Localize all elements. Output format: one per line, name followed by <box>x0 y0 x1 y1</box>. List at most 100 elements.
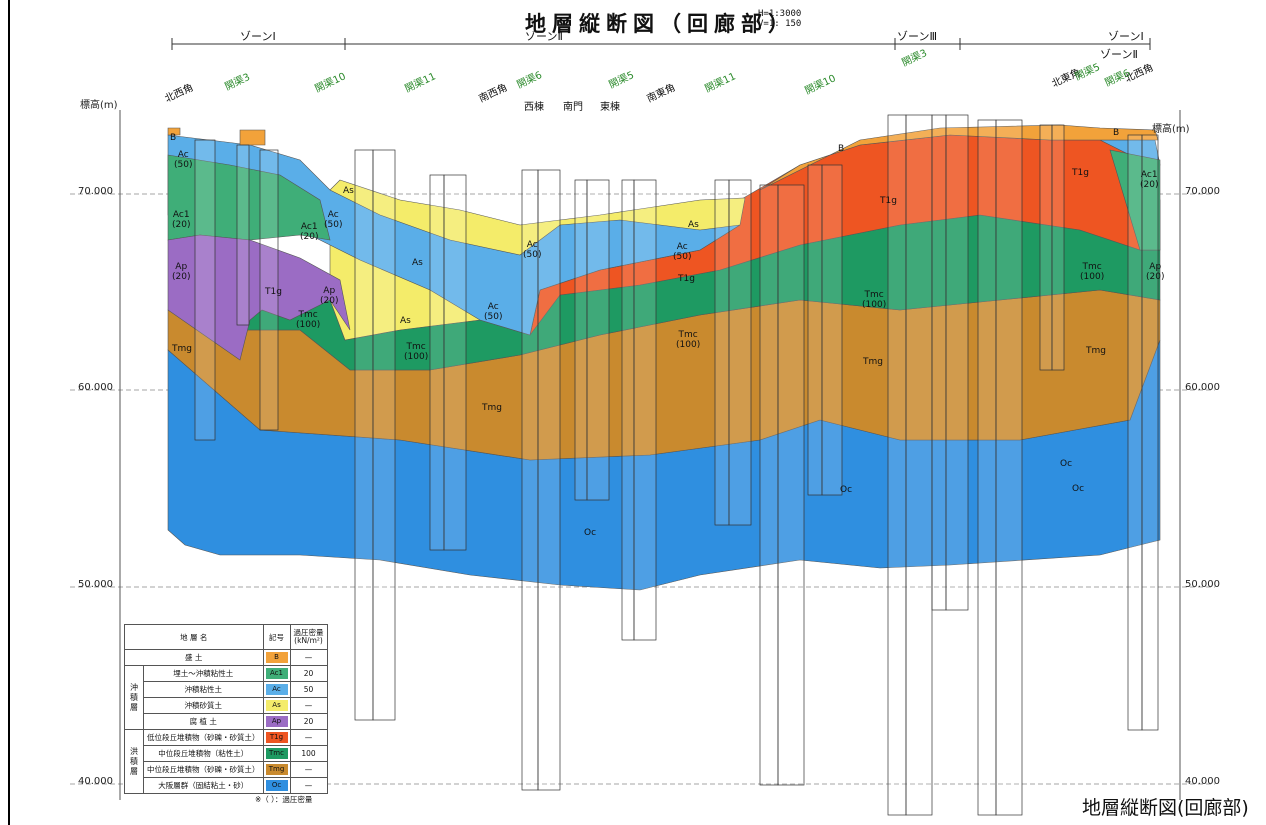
layer-label: Tmg <box>482 403 502 413</box>
elevation-label: 60.000 <box>1185 382 1220 393</box>
zone-label: ゾーンⅡ <box>525 30 563 43</box>
zone-bar <box>171 38 1151 50</box>
legend-row: 中位段丘堆積物（砂礫・砂質土） Tmg — <box>125 761 328 778</box>
layer-label: As <box>400 316 411 326</box>
legend-group-label: 洪 積 層 <box>124 729 144 794</box>
legend-row-value: 100 <box>289 745 328 762</box>
layer-label: As <box>343 186 354 196</box>
legend-swatch: As <box>262 697 291 714</box>
elevation-label: 50.000 <box>78 579 113 590</box>
layer-label: Tmg <box>863 357 883 367</box>
legend-swatch: Tmg <box>262 761 291 778</box>
layer-label: Oc <box>584 528 597 538</box>
layer-label: Ac1 (20) <box>172 210 191 230</box>
layer-label: T1g <box>265 287 282 297</box>
legend-note: ※（ ）：過圧密量 <box>255 795 313 804</box>
elevation-label: 60.000 <box>78 382 113 393</box>
layer-label: Ac (50) <box>174 150 193 170</box>
legend-symbol: Ac1 <box>265 668 288 679</box>
legend-group-label: 沖 積 層 <box>124 665 144 730</box>
layer-ac1-right <box>1109 149 1161 251</box>
legend-row-value: 20 <box>289 713 328 730</box>
zone-label: ゾーンⅢ <box>897 30 938 43</box>
legend-row-name: 沖積粘性土 <box>143 681 264 698</box>
legend-symbol: Ac <box>265 684 288 695</box>
legend-swatch: Tmc <box>262 745 291 762</box>
legend-row: 中位段丘堆積物（粘性土） Tmc 100 <box>125 745 328 762</box>
layer-label: Ac (50) <box>523 240 542 260</box>
legend-row-value: — <box>289 777 328 794</box>
legend-row-name: 中位段丘堆積物（砂礫・砂質土） <box>143 761 264 778</box>
legend-swatch: Ap <box>262 713 291 730</box>
layer-label: B <box>170 133 177 143</box>
layer-label: Tmg <box>1086 346 1106 356</box>
legend-header-name: 地 層 名 <box>124 624 264 650</box>
layer-label: As <box>688 220 699 230</box>
layer-label: Oc <box>840 485 853 495</box>
layer-label: T1g <box>1072 168 1089 178</box>
legend-row-value: — <box>289 761 328 778</box>
scale-vertical: V=1: 150 <box>758 19 802 29</box>
page-title: 地層縦断図（回廊部） <box>525 12 795 36</box>
legend-row-value: 50 <box>289 681 328 698</box>
strata <box>167 124 1161 591</box>
layer-label: B <box>1113 128 1120 138</box>
layer-label: As <box>412 258 423 268</box>
layer-label: Tmc (100) <box>862 290 887 310</box>
legend-symbol: As <box>265 700 288 711</box>
scale-horizontal: H=1:3000 <box>758 9 802 19</box>
legend-row-name: 中位段丘堆積物（粘性土） <box>143 745 264 762</box>
legend-row-value: — <box>289 649 328 666</box>
elevation-label: 40.000 <box>78 776 113 787</box>
legend-row-name: 腐 植 土 <box>143 713 264 730</box>
legend-header: 地 層 名 記号 過圧密量 (kN/m²) <box>124 624 328 650</box>
legend-symbol: T1g <box>265 732 288 743</box>
legend-swatch: Ac <box>262 681 291 698</box>
layer-label: Ac (50) <box>324 210 343 230</box>
layer-label: Ap (20) <box>1146 262 1165 282</box>
legend-symbol: Tmc <box>265 748 288 759</box>
legend-swatch: T1g <box>262 729 291 746</box>
elevation-label: 50.000 <box>1185 579 1220 590</box>
layer-label: B <box>838 144 845 154</box>
legend-row: 洪 積 層 低位段丘堆積物（砂礫・砂質土） T1g — <box>124 729 328 794</box>
layer-label: Ap (20) <box>172 262 191 282</box>
legend-symbol: Ap <box>265 716 288 727</box>
elevation-unit-left: 標高(m) <box>80 100 118 111</box>
legend-row-value: — <box>289 729 328 746</box>
layer-label: Tmc (100) <box>676 330 701 350</box>
legend-row-value: 20 <box>289 665 328 682</box>
frame-border <box>8 0 10 825</box>
layer-label: Tmg <box>172 344 192 354</box>
layer-label: Tmc (100) <box>404 342 429 362</box>
legend-row-value: — <box>289 697 328 714</box>
layer-label: Oc <box>1072 484 1085 494</box>
legend-swatch: B <box>262 649 291 666</box>
legend-row: 沖積砂質土 As — <box>125 697 328 714</box>
layer-label: Oc <box>1060 459 1073 469</box>
elevation-label: 70.000 <box>78 186 113 197</box>
building-label: 西棟 <box>524 102 544 113</box>
legend-row-name: 埋土～沖積粘性土 <box>143 665 264 682</box>
elevation-label: 40.000 <box>1185 776 1220 787</box>
layer-label: Ac (50) <box>484 302 503 322</box>
legend-symbol: Oc <box>265 780 288 791</box>
elevation-label: 70.000 <box>1185 186 1220 197</box>
layer-label: Ac (50) <box>673 242 692 262</box>
legend-swatch: Oc <box>262 777 291 794</box>
legend-row-name: 低位段丘堆積物（砂礫・砂質土） <box>143 729 264 746</box>
corner-title: 地層縦断図(回廊部) <box>1082 797 1249 819</box>
layer-label: Tmc (100) <box>1080 262 1105 282</box>
legend-symbol: B <box>265 652 288 663</box>
legend-header-value: 過圧密量 (kN/m²) <box>289 624 328 650</box>
layer-label: Ap (20) <box>320 286 339 306</box>
building-label: 南門 <box>563 102 583 113</box>
legend-row-name: 沖積砂質土 <box>143 697 264 714</box>
legend-symbol: Tmg <box>265 764 288 775</box>
zone-label: ゾーンⅡ <box>1100 48 1138 61</box>
legend-table: 地 層 名 記号 過圧密量 (kN/m²) 盛 土 B — 沖 積 層 埋土～沖… <box>124 624 328 794</box>
scale-note: H=1:3000 V=1: 150 <box>758 9 801 29</box>
legend-row: 沖積粘性土 Ac 50 <box>125 681 328 698</box>
layer-label: T1g <box>880 196 897 206</box>
layer-label: Tmc (100) <box>296 310 321 330</box>
